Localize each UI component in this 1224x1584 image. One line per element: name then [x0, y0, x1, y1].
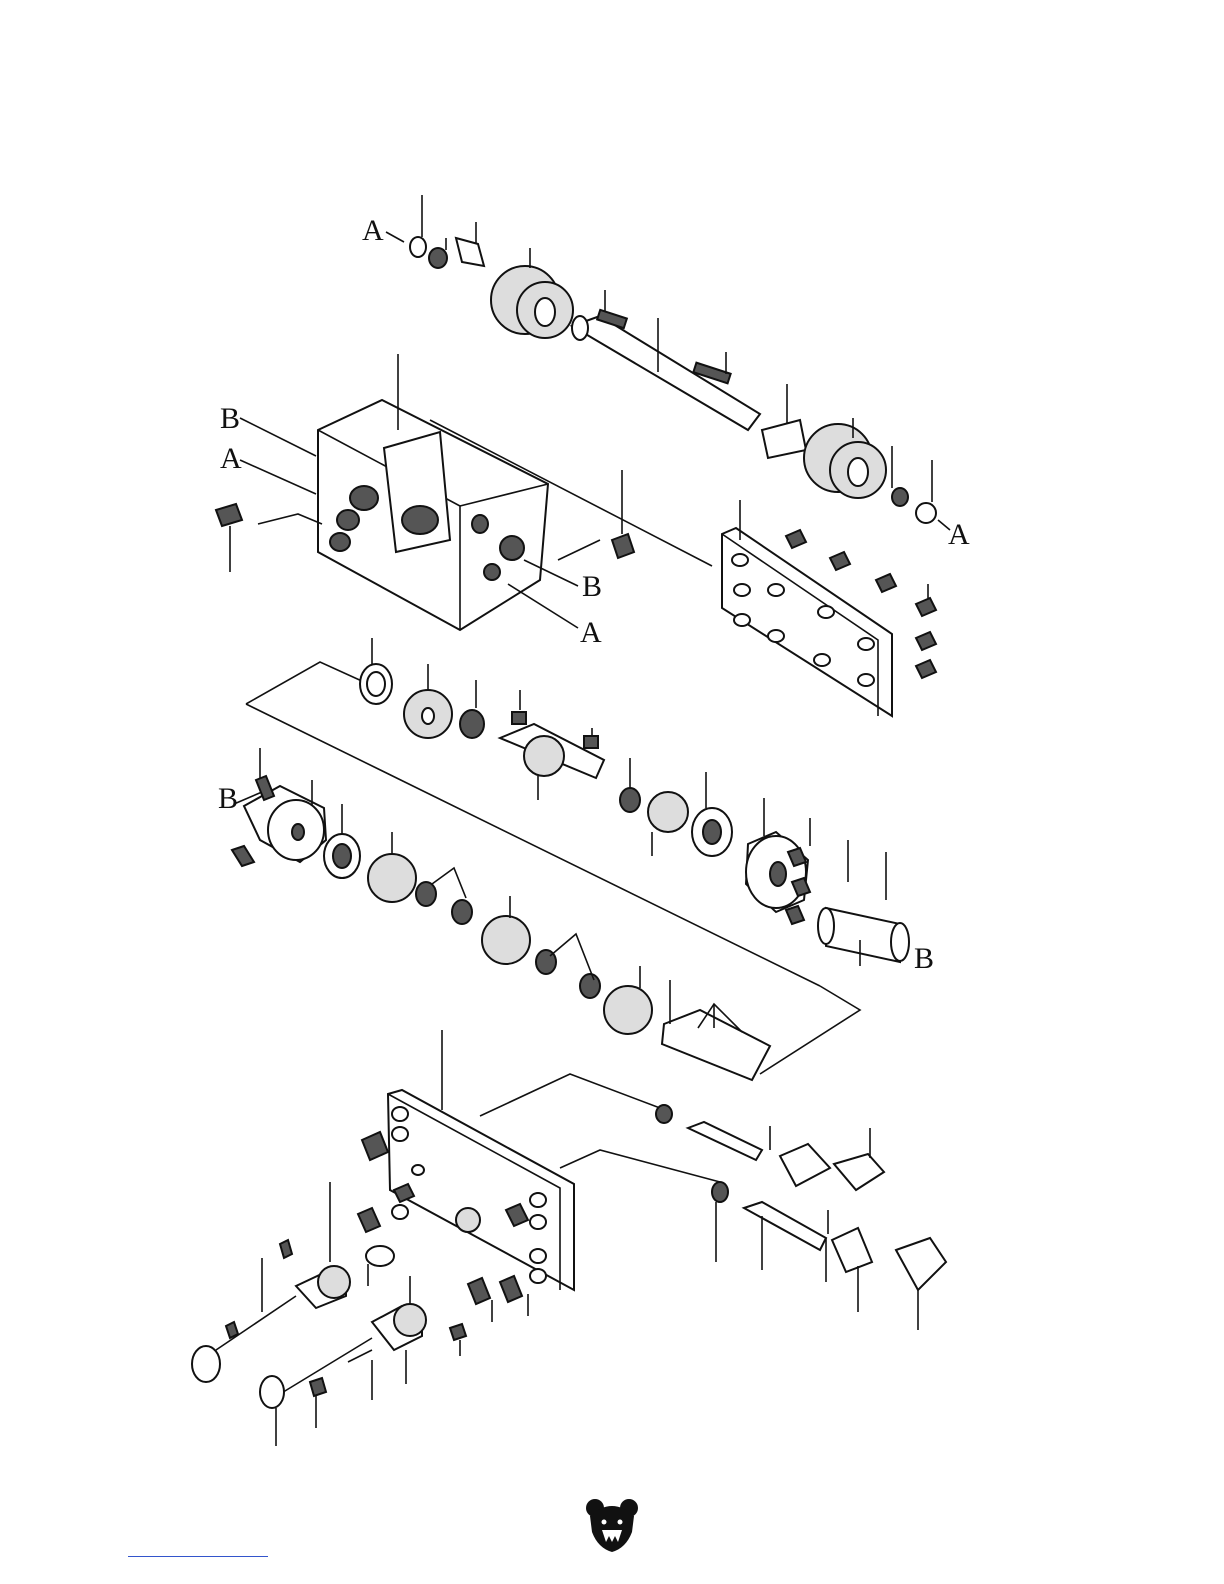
- cover-plate: [722, 500, 936, 716]
- label-b-flange: B: [218, 782, 238, 815]
- label-a-housing-left: A: [220, 442, 242, 475]
- footer-rule: [128, 1556, 268, 1557]
- label-b-housing-right: B: [582, 570, 602, 603]
- gearbox-housing: [216, 354, 712, 630]
- label-a-housing-right: A: [580, 616, 602, 649]
- label-a-top-left: A: [362, 214, 384, 247]
- lower-plate-assembly: [192, 1030, 946, 1446]
- label-b-housing-left: B: [220, 402, 240, 435]
- bear-head-logo-icon: [582, 1494, 642, 1554]
- label-b-sleeve: B: [914, 942, 934, 975]
- label-a-shaft-end: A: [948, 518, 970, 551]
- middle-shaft-cluster: [232, 638, 909, 1080]
